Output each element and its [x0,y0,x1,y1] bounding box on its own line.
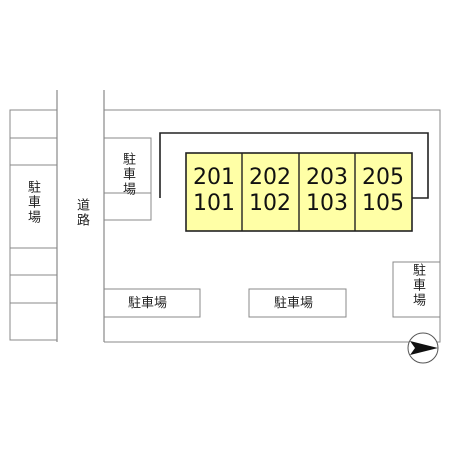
unit-lower-number: 105 [362,191,404,216]
parking-block-right [392,261,441,318]
unit-upper-number: 205 [362,165,404,190]
site-boundary [104,109,441,343]
unit-upper-number: 202 [249,165,291,190]
unit-205-105: 205 105 [355,165,411,217]
parking-block-bottom-left [103,288,201,318]
unit-lower-number: 103 [306,191,348,216]
building-corridor-outline [159,132,429,199]
unit-upper-number: 203 [306,165,348,190]
bottom-left-parking-label: 駐車場 [128,296,168,311]
unit-201-101: 201 101 [186,165,242,217]
left-parking-lot [9,109,58,341]
parking-block-bottom-center [248,288,347,318]
unit-203-103: 203 103 [299,165,355,217]
unit-upper-number: 201 [193,165,235,190]
left-parking-label: 駐車場 [25,180,40,225]
right-parking-label: 駐車場 [410,263,425,308]
upper-left-parking-label: 駐車場 [120,152,135,197]
unit-lower-number: 101 [193,191,235,216]
unit-lower-number: 102 [249,191,291,216]
north-arrow-icon [407,332,439,364]
unit-202-102: 202 102 [242,165,298,217]
road-label: 道路 [74,198,89,228]
unit-dividers [241,153,356,231]
bottom-center-parking-label: 駐車場 [274,296,314,311]
parking-block-upper-left [103,137,152,221]
